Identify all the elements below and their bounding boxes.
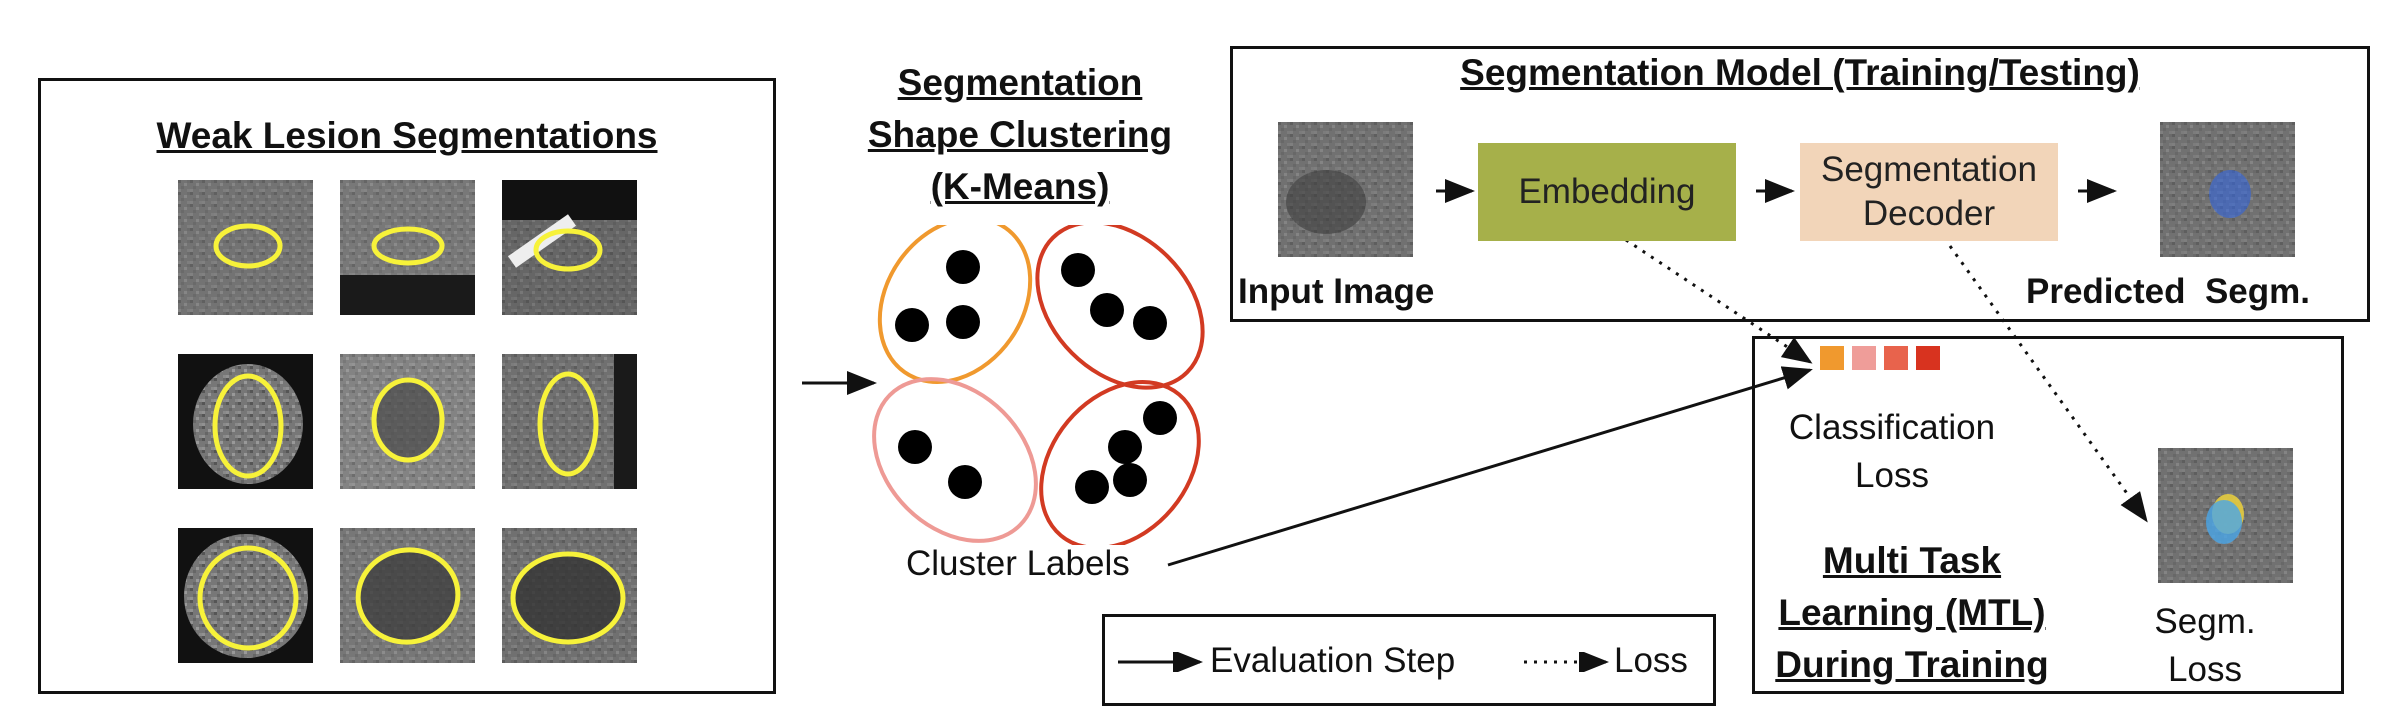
cluster-red-top bbox=[1035, 225, 1205, 390]
cluster-labels-text: Cluster Labels bbox=[906, 544, 1130, 583]
mtl-title-line2: Learning (MTL) bbox=[1778, 592, 2046, 633]
mtl-title-line3: During Training bbox=[1775, 644, 2049, 685]
lesion-thumbnail bbox=[178, 354, 313, 489]
segmentation-decoder-block: Segmentation Decoder bbox=[1800, 143, 2058, 241]
cluster-point bbox=[898, 430, 932, 464]
cluster-point bbox=[1133, 306, 1167, 340]
cluster-point bbox=[1075, 470, 1109, 504]
classification-loss-line2: Loss bbox=[1855, 456, 1929, 495]
legend-loss-label: Loss bbox=[1614, 641, 1688, 680]
predicted-segmentation-image bbox=[2160, 122, 2295, 257]
segmentation-loss-image bbox=[2158, 448, 2293, 583]
lesion-thumbnail bbox=[340, 354, 475, 489]
class-square bbox=[1916, 346, 1940, 370]
legend-solid-arrow-icon bbox=[1118, 652, 1203, 672]
lesion-thumbnail bbox=[178, 528, 313, 663]
clustering-title-line1: Segmentation bbox=[897, 62, 1143, 103]
lesion-thumbnail bbox=[502, 528, 637, 663]
lesion-thumbnail bbox=[502, 354, 637, 489]
cluster-orange bbox=[877, 225, 1033, 384]
classification-output bbox=[1820, 346, 1940, 370]
cluster-point bbox=[1090, 293, 1124, 327]
cluster-diagram bbox=[872, 225, 1205, 545]
decoder-label-line2: Decoder bbox=[1862, 194, 1996, 233]
decoder-label-line1: Segmentation bbox=[1821, 150, 2037, 190]
mtl-title-line1: Multi Task bbox=[1822, 540, 2002, 581]
lesion-thumbnail bbox=[340, 180, 475, 315]
multitask-learning-panel bbox=[1752, 336, 2344, 694]
cluster-point bbox=[1108, 430, 1142, 464]
cluster-point bbox=[895, 308, 929, 342]
cluster-point bbox=[1143, 401, 1177, 435]
class-square bbox=[1820, 346, 1844, 370]
cluster-point bbox=[1061, 253, 1095, 287]
embedding-block: Embedding bbox=[1478, 143, 1736, 241]
input-image bbox=[1278, 122, 1413, 257]
cluster-pink bbox=[872, 377, 1038, 543]
evaluation-arrow bbox=[1167, 366, 1813, 567]
clustering-title-line3: (K-Means) bbox=[930, 166, 1110, 207]
segmentation-loss-line1: Segm. bbox=[2154, 602, 2256, 641]
weak-segmentations-title: Weak Lesion Segmentations bbox=[156, 115, 658, 156]
cluster-point bbox=[1113, 463, 1147, 497]
cluster-red-bottom bbox=[1039, 380, 1201, 545]
input-image-label: Input Image bbox=[1238, 272, 1435, 311]
embedding-label: Embedding bbox=[1518, 172, 1696, 211]
lesion-thumbnail bbox=[178, 180, 313, 315]
class-square bbox=[1852, 346, 1876, 370]
weak-segmentations-panel bbox=[38, 78, 776, 694]
legend-dotted-arrow-icon bbox=[1524, 652, 1609, 672]
lesion-thumbnail bbox=[340, 528, 475, 663]
legend bbox=[1102, 614, 1716, 706]
predicted-segmentation-label: Predicted Segm. bbox=[2026, 272, 2310, 311]
cluster-point bbox=[946, 250, 980, 284]
lesion-thumbnail bbox=[502, 180, 637, 315]
clustering-title-line2: Shape Clustering bbox=[867, 114, 1173, 155]
cluster-point bbox=[946, 305, 980, 339]
classification-loss-line1: Classification bbox=[1788, 408, 1996, 447]
segmentation-model-title: Segmentation Model (Training/Testing) bbox=[1460, 52, 2140, 93]
legend-evaluation-label: Evaluation Step bbox=[1210, 641, 1456, 680]
class-square bbox=[1884, 346, 1908, 370]
segmentation-model-panel bbox=[1230, 46, 2370, 322]
cluster-point bbox=[948, 465, 982, 499]
segmentation-loss-line2: Loss bbox=[2168, 650, 2242, 689]
